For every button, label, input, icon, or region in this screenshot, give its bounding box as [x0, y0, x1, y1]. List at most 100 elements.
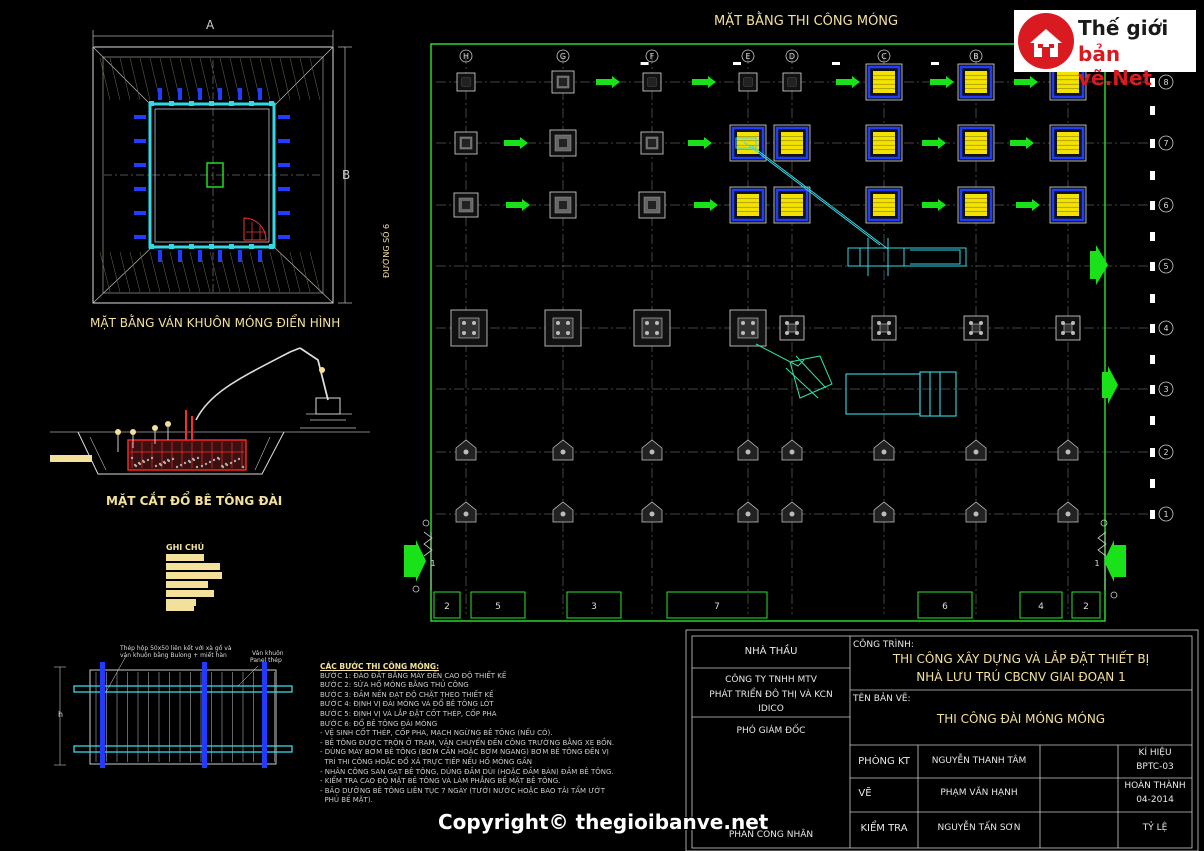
grid-row-label: 3: [1163, 385, 1168, 394]
flow-arrow: [506, 199, 530, 211]
zone-label: 2: [444, 602, 450, 612]
title-block-frame: [685, 629, 1199, 851]
concrete-section: [50, 347, 370, 475]
row1-label: PHÒNG KT: [858, 756, 910, 767]
scale-label: TỶ LỆ: [1142, 823, 1168, 833]
grid-row-head: [1158, 135, 1174, 151]
flow-arrow: [836, 76, 860, 88]
row3-label: KIỂM TRA: [860, 823, 908, 834]
grid-column-label: B: [973, 52, 979, 61]
grid-column-head: [645, 49, 659, 63]
step-item: BƯỚC 5: ĐỊNH VỊ VÀ LẮP ĐẶT CỐT THÉP, CỐP…: [320, 709, 497, 718]
drawing-label: TÊN BẢN VẼ:: [853, 694, 911, 704]
row1-name: NGUYỄN THANH TÂM: [931, 756, 1027, 766]
footing-cap: [458, 317, 480, 339]
project-line1: THI CÔNG XÂY DỰNG VÀ LẮP ĐẶT THIẾT BỊ: [892, 652, 1150, 666]
footing-pit: [1055, 315, 1081, 341]
dim-h-label: h: [58, 710, 64, 719]
step-item: - BÊ TÔNG ĐƯỢC TRỘN Ở TRẠM, VẬN CHUYỂN Đ…: [320, 738, 615, 747]
project-label: CÔNG TRÌNH:: [853, 640, 914, 650]
road-label: ĐƯỜNG SỐ 6: [382, 223, 391, 278]
formwork-elevation: [54, 655, 293, 768]
row2-label: VẼ: [858, 788, 872, 799]
zone-label: 5: [495, 602, 501, 612]
zone-box: [566, 591, 622, 619]
grid-column-label: E: [745, 52, 750, 61]
project-line2: NHÀ LƯU TRÚ CBCNV GIAI ĐOẠN 1: [916, 670, 1126, 684]
footing-pit: [957, 186, 995, 224]
grid-row-head: [1158, 258, 1174, 274]
grid-column-label: D: [789, 52, 795, 61]
corner-label-left: 1: [430, 559, 435, 568]
grid-column-label: H: [463, 52, 469, 61]
deputy-name: PHAN CÔNG NHÂN: [728, 830, 814, 840]
step-item: BƯỚC 1: ĐÀO ĐẤT BẰNG MÁY ĐẾN CAO ĐỘ THIẾ…: [320, 671, 507, 680]
footing-cap: [737, 317, 759, 339]
footing-rebar: [965, 71, 987, 93]
dim-b-label: B: [342, 168, 351, 182]
step-item: BƯỚC 6: ĐỔ BÊ TÔNG ĐÀI MÓNG: [320, 719, 438, 728]
elev-note4: Panel thép: [250, 657, 282, 664]
footing-rebar: [873, 132, 895, 154]
grid-row-label: 4: [1163, 324, 1168, 333]
notes-title: GHI CHÚ: [166, 543, 205, 552]
done-label: HOÀN THÀNH: [1124, 781, 1186, 791]
zone-box: [433, 591, 461, 619]
flow-arrow: [504, 137, 528, 149]
footing-rebar: [781, 194, 803, 216]
formwork-plan-title: MẶT BẰNG VÁN KHUÔN MÓNG ĐIỂN HÌNH: [90, 316, 341, 330]
footing-rebar: [1057, 194, 1079, 216]
grid-column-head: [785, 49, 799, 63]
elev-note3: Ván khuôn: [252, 650, 284, 657]
flow-arrow: [692, 76, 716, 88]
flow-arrow: [596, 76, 620, 88]
footing-rebar: [965, 132, 987, 154]
flow-arrow: [1014, 76, 1038, 88]
flow-arrow: [922, 137, 946, 149]
house-icon: [1018, 13, 1074, 69]
row3-name: NGUYỄN TẤN SƠN: [937, 823, 1021, 833]
footing-rebar: [1057, 132, 1079, 154]
corner-label-right: 1: [1094, 559, 1099, 568]
footing-cap: [787, 323, 797, 333]
company-line3: IDICO: [758, 704, 784, 714]
zone-label: 3: [591, 602, 597, 612]
flow-arrow: [694, 199, 718, 211]
grid-column-label: C: [881, 52, 887, 61]
zone-box: [666, 591, 768, 619]
deputy-label: PHÓ GIÁM ĐỐC: [736, 726, 806, 736]
flow-arrow: [1016, 199, 1040, 211]
grid-row-head: [1158, 506, 1174, 522]
grid-column-head: [741, 49, 755, 63]
zone-label: 2: [1083, 602, 1089, 612]
zone-label: 4: [1038, 602, 1044, 612]
row2-name: PHẠM VĂN HẠNH: [940, 788, 1018, 798]
flow-arrow: [930, 76, 954, 88]
grid-row-label: 5: [1163, 262, 1168, 271]
grid-row-label: 1: [1163, 510, 1168, 519]
company-line2: PHÁT TRIỂN ĐÔ THỊ VÀ KCN: [709, 690, 833, 700]
grid-column-head: [877, 49, 891, 63]
zone-label: 6: [942, 602, 948, 612]
steps-title: CÁC BƯỚC THI CÔNG MÓNG:: [320, 662, 440, 671]
dim-a-label: A: [206, 18, 215, 32]
step-item: BƯỚC 4: ĐỊNH VỊ ĐÀI MÓNG VÀ ĐỔ BÊ TÔNG L…: [320, 700, 494, 709]
done-value: 04-2014: [1136, 795, 1174, 805]
zone-box: [917, 591, 973, 619]
logo-line2: bản vẽ.Net: [1078, 42, 1153, 90]
step-item: TRÍ THI CÔNG HOẶC ĐỔ XẢ TRỰC TIẾP NẾU HỐ…: [320, 757, 532, 766]
grid-row-label: 6: [1163, 201, 1168, 210]
step-item: - NHÂN CÔNG SAN GẠT BÊ TÔNG, DÙNG ĐẦM DÙ…: [320, 767, 614, 776]
flow-arrow: [922, 199, 946, 211]
step-item: - BẢO DƯỠNG BÊ TÔNG LIÊN TỤC 7 NGÀY (TƯỚ…: [320, 786, 605, 795]
code-label: KÍ HIỆU: [1138, 748, 1172, 758]
zone-box: [470, 591, 526, 619]
logo: Thế giới bản vẽ.Net: [1014, 10, 1196, 90]
zone-box: [1019, 591, 1063, 619]
footing-rebar: [873, 194, 895, 216]
footing-rebar: [737, 194, 759, 216]
elev-note2: ván khuôn bằng Bulong + miết hàn: [120, 652, 227, 659]
notes-bars: [166, 554, 222, 611]
grid-column-head: [459, 49, 473, 63]
